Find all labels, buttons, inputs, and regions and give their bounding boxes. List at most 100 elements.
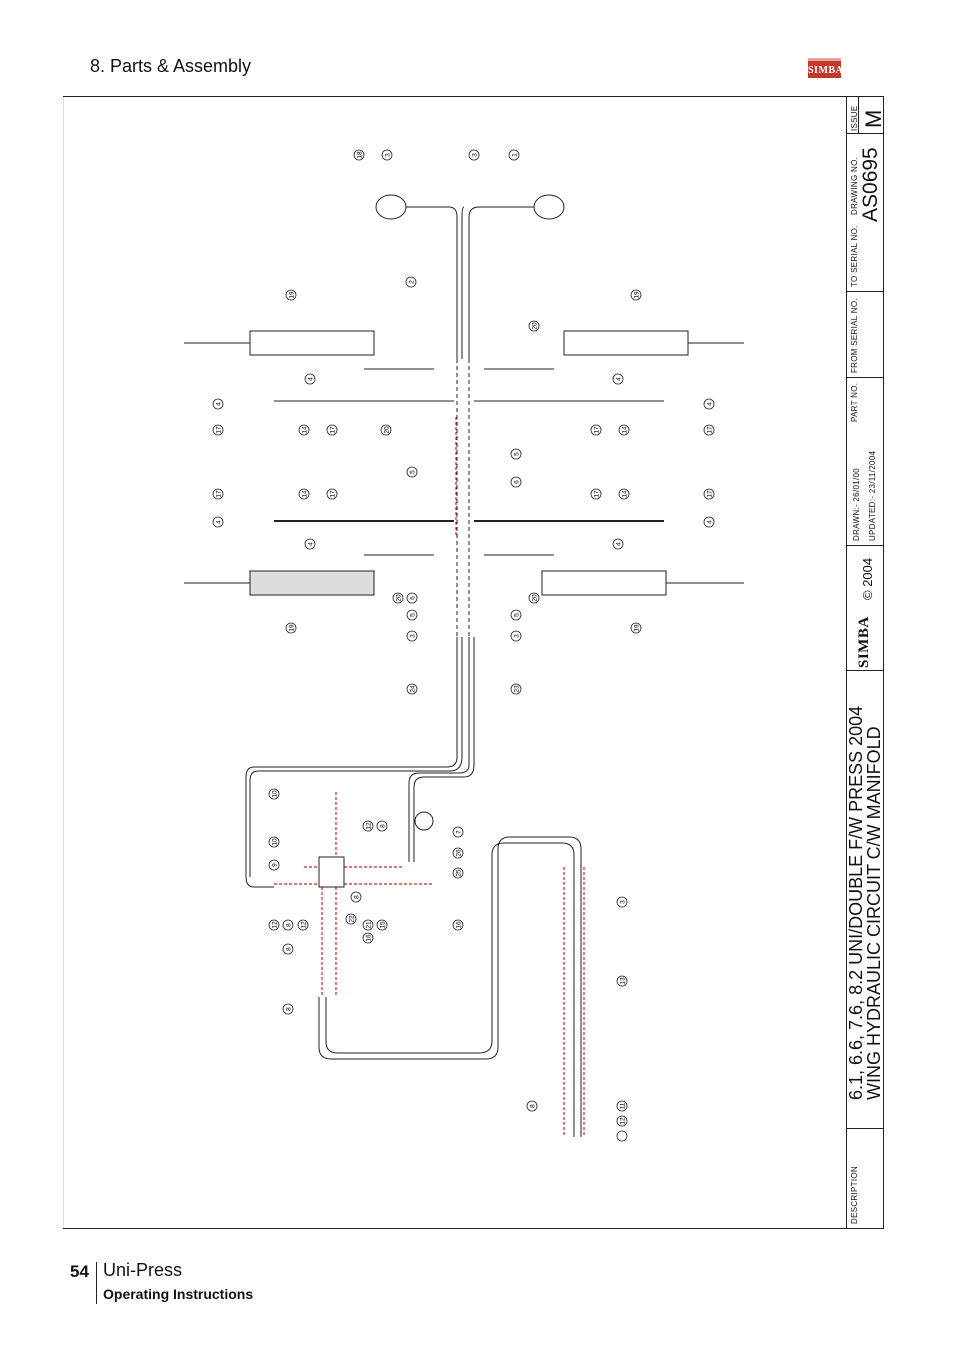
callout-number: 18 bbox=[357, 151, 364, 159]
tb-divider bbox=[846, 670, 884, 671]
callout-number: 12 bbox=[301, 921, 308, 929]
callout-number: 13 bbox=[620, 977, 627, 985]
callout-number: 19 bbox=[634, 624, 641, 632]
callout-number: 4 bbox=[616, 377, 623, 381]
callout-number: 5 bbox=[514, 452, 521, 456]
part-no-label: PART NO. bbox=[850, 382, 859, 422]
frame-left-edge bbox=[63, 96, 64, 1229]
callout-number: 8 bbox=[286, 923, 293, 927]
callout-number: 3 bbox=[472, 153, 479, 157]
callout-number: 14 bbox=[302, 426, 309, 434]
callout-number: 17 bbox=[707, 490, 714, 498]
drawing-no-label: DRAWING NO. bbox=[850, 156, 859, 215]
callout-number: 7 bbox=[456, 830, 463, 834]
callout-number: 11 bbox=[620, 1102, 627, 1109]
callout-number: 19 bbox=[289, 291, 296, 299]
callout-number: 20 bbox=[396, 594, 403, 602]
callout-number: 20 bbox=[532, 322, 539, 330]
to-serial-label: TO SERIAL NO. bbox=[850, 225, 859, 287]
callout-number: 10 bbox=[272, 790, 279, 798]
callout-number: 8 bbox=[380, 824, 387, 828]
callout-number: 23 bbox=[514, 685, 521, 693]
callout-number: 24 bbox=[410, 685, 417, 693]
callout-number: 22 bbox=[349, 915, 356, 923]
issue-value: M bbox=[861, 109, 886, 128]
callout-number: 17 bbox=[216, 426, 223, 434]
callout-number: 19 bbox=[289, 624, 296, 632]
callout-number: 17 bbox=[330, 426, 337, 434]
callout-number: 4 bbox=[707, 520, 714, 524]
pressure-gauge bbox=[414, 811, 434, 831]
product-name: Uni-Press bbox=[103, 1260, 183, 1280]
callout-number: 4 bbox=[308, 377, 315, 381]
drawing-title-line2: WING HYDRAULIC CIRCUIT C/W MANIFOLD bbox=[864, 726, 884, 1100]
issue-label: ISSUE bbox=[850, 105, 859, 131]
callout-number: 12 bbox=[272, 921, 279, 929]
callout-number: 4 bbox=[216, 402, 223, 406]
callout-number: 8 bbox=[286, 1007, 293, 1011]
title-block bbox=[846, 96, 884, 1229]
ram-top-left bbox=[249, 330, 375, 356]
ram-bottom-right bbox=[541, 570, 667, 596]
callout-number: 21 bbox=[366, 921, 373, 929]
tb-divider bbox=[846, 133, 884, 134]
callout-number: 17 bbox=[330, 490, 337, 498]
callout-number: 15 bbox=[380, 921, 387, 929]
callout-number: 19 bbox=[634, 291, 641, 299]
callout-number: 10 bbox=[272, 838, 279, 846]
callout-number: 25 bbox=[456, 869, 463, 877]
callout-number: 16 bbox=[366, 934, 373, 942]
callout-number: 20 bbox=[532, 594, 539, 602]
callout-number: 3 bbox=[514, 634, 521, 638]
callout-number: 4 bbox=[216, 520, 223, 524]
callout-number: 12 bbox=[620, 1117, 627, 1125]
from-serial-label: FROM SERIAL NO. bbox=[850, 298, 859, 373]
callout-number: 5 bbox=[514, 613, 521, 617]
callout-number: 2 bbox=[409, 280, 416, 284]
section-title: 8. Parts & Assembly bbox=[90, 56, 252, 76]
callout-number: 17 bbox=[594, 426, 601, 434]
callout-number: 3 bbox=[385, 153, 392, 157]
drawing-frame bbox=[63, 96, 884, 1229]
callout-number: 17 bbox=[707, 426, 714, 434]
drawn-date: DRAWN:- 26/01/00 bbox=[852, 468, 861, 541]
manifold-block bbox=[318, 856, 345, 888]
callout-number: 6 bbox=[410, 596, 417, 600]
tb-divider bbox=[858, 96, 859, 133]
callout-number: 3 bbox=[410, 634, 417, 638]
tb-divider bbox=[846, 377, 884, 378]
callout-number: 12 bbox=[366, 822, 373, 830]
callout-number: 26 bbox=[456, 849, 463, 857]
callout-number: 4 bbox=[616, 542, 623, 546]
callout-number: 1 bbox=[512, 153, 519, 157]
copyright: © 2004 bbox=[860, 557, 875, 600]
callout-number: 17 bbox=[594, 490, 601, 498]
callout-number: 16 bbox=[456, 921, 463, 929]
callout-number: 5 bbox=[410, 470, 417, 474]
tb-divider bbox=[846, 291, 884, 292]
accumulator-left bbox=[375, 194, 407, 220]
callout-number: 8 bbox=[286, 947, 293, 951]
callout-number: 6 bbox=[514, 480, 521, 484]
footer-divider bbox=[96, 1262, 97, 1304]
callout-number: 17 bbox=[216, 490, 223, 498]
accumulator-right bbox=[533, 194, 565, 220]
callout-number: 8 bbox=[354, 895, 361, 899]
callout-number: 3 bbox=[620, 900, 627, 904]
updated-date: UPDATED:- 23/11/2004 bbox=[868, 450, 877, 541]
callout-number: 8 bbox=[530, 1104, 537, 1108]
callout-number: 4 bbox=[308, 542, 315, 546]
callout-number: 5 bbox=[410, 613, 417, 617]
description-label: DESCRIPTION bbox=[850, 1166, 859, 1224]
callout-number: 14 bbox=[622, 426, 629, 434]
drawing-number: AS0695 bbox=[859, 147, 882, 222]
callout-number: 4 bbox=[707, 402, 714, 406]
manual-subtitle: Operating Instructions bbox=[103, 1286, 254, 1302]
tb-divider bbox=[846, 1128, 884, 1129]
tb-divider bbox=[846, 545, 884, 546]
simba-logo: SIMBA bbox=[808, 58, 843, 78]
simba-title-logo: SIMBA bbox=[856, 616, 872, 668]
callout-number: 14 bbox=[622, 490, 629, 498]
page-number: 54 bbox=[70, 1262, 89, 1281]
